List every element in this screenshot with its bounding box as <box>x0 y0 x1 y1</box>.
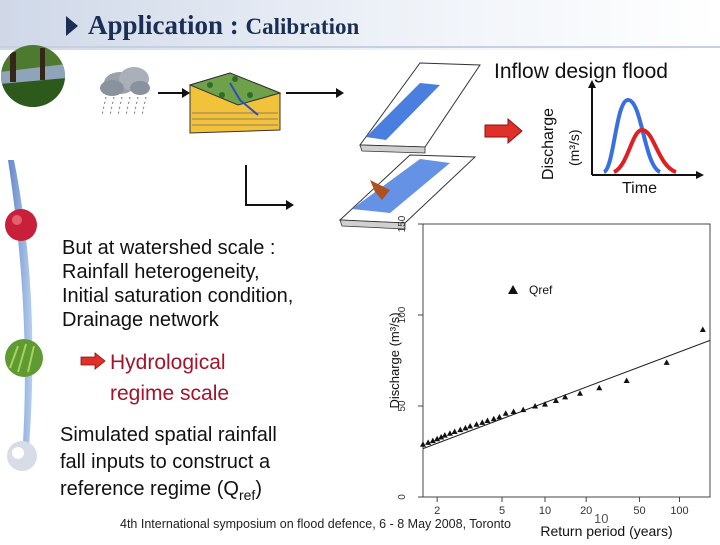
y-tick-label: 100 <box>397 306 408 323</box>
river-channel-upper <box>359 62 481 154</box>
regime-line: regime scale <box>110 382 230 405</box>
inflow-yunit: (m³/s) <box>566 129 582 166</box>
data-point <box>502 410 509 416</box>
data-point <box>434 435 441 442</box>
x-tick-label: 2 <box>434 505 440 517</box>
x-tick-label: 5 <box>499 505 505 517</box>
data-point <box>699 326 706 333</box>
data-point <box>484 417 491 424</box>
fit-line <box>422 339 711 450</box>
sim-line3: reference regime (Q <box>60 478 239 500</box>
data-point <box>457 426 464 433</box>
data-point <box>462 424 469 431</box>
inflow-hydrograph <box>588 80 704 179</box>
body-line: Rainfall heterogeneity, <box>62 261 260 283</box>
data-point <box>623 377 630 384</box>
x-tick-label: 50 <box>633 505 645 517</box>
title-main: Application : <box>88 10 246 40</box>
regime-text: Hydrological regime scale <box>110 347 229 409</box>
landscape-photo <box>1 45 65 107</box>
grass-photo <box>5 339 43 377</box>
data-point <box>441 432 448 438</box>
chevron-right-icon <box>66 16 78 36</box>
page-title: Application : Calibration <box>88 10 359 41</box>
title-sub: Calibration <box>245 14 360 39</box>
decorative-sidebar <box>0 40 46 540</box>
data-point <box>490 415 497 422</box>
red-arrow-icon <box>484 118 523 144</box>
data-point <box>496 413 503 420</box>
x-tick-label: 10 <box>539 505 551 517</box>
data-point <box>532 403 539 409</box>
hydrograph-blue-curve <box>602 97 662 174</box>
footer-text: 4th International symposium on flood def… <box>120 517 511 531</box>
data-point <box>473 421 480 427</box>
data-point <box>663 359 670 365</box>
river-channel-lower <box>338 154 477 230</box>
data-point <box>520 406 527 413</box>
data-point <box>541 401 548 407</box>
x-tick-label: 100 <box>670 505 688 517</box>
watershed-block <box>188 72 282 134</box>
simulated-text: Simulated spatial rainfall fall inputs t… <box>60 422 277 509</box>
red-arrow-icon <box>80 352 106 370</box>
body-line: Drainage network <box>62 309 219 331</box>
data-point <box>467 423 474 429</box>
data-point <box>425 439 432 445</box>
x-axis-label: Return period (years) <box>540 523 672 539</box>
inflow-title: Inflow design flood <box>494 60 668 83</box>
sim-line3-sub: ref <box>238 487 256 503</box>
data-point <box>562 393 569 400</box>
legend-marker <box>508 285 518 294</box>
data-point <box>596 384 603 391</box>
data-point <box>420 441 426 447</box>
inflow-xlabel: Time <box>622 180 657 197</box>
sim-line: reference regime (Qref) <box>60 476 277 509</box>
y-tick-label: 0 <box>397 494 408 500</box>
body-text-block: But at watershed scale : Rainfall hetero… <box>62 236 293 332</box>
hydrograph-red-curve <box>612 127 677 174</box>
legend-label: Qref <box>529 283 553 297</box>
red-flower-photo <box>5 209 37 241</box>
y-tick-label: 150 <box>397 215 408 232</box>
sim-line: Simulated spatial rainfall <box>60 424 277 446</box>
data-point <box>552 397 559 404</box>
data-point <box>510 408 517 414</box>
data-point <box>438 433 445 440</box>
sim-line3-end: ) <box>255 478 262 500</box>
catchment-diagram <box>100 62 481 230</box>
data-point <box>479 419 486 425</box>
data-point <box>446 430 453 436</box>
x-tick-label: 20 <box>580 505 592 517</box>
regime-line: Hydrological <box>110 351 226 374</box>
inflow-ylabel: Discharge <box>540 107 557 180</box>
title-bar-background <box>0 0 720 50</box>
body-line: Initial saturation condition, <box>62 285 294 307</box>
data-point <box>429 437 436 444</box>
body-line: But at watershed scale : <box>62 237 276 259</box>
rain-cloud-icon <box>100 67 150 116</box>
y-axis-label: Discharge (m³/s) <box>387 312 402 408</box>
y-tick-label: 50 <box>397 400 408 412</box>
sim-line: fall inputs to construct a <box>60 451 271 473</box>
page-number: 10 <box>594 511 609 526</box>
cloud-photo <box>7 441 37 471</box>
data-point <box>451 428 458 434</box>
data-point <box>576 390 583 396</box>
plot-frame <box>422 223 711 498</box>
